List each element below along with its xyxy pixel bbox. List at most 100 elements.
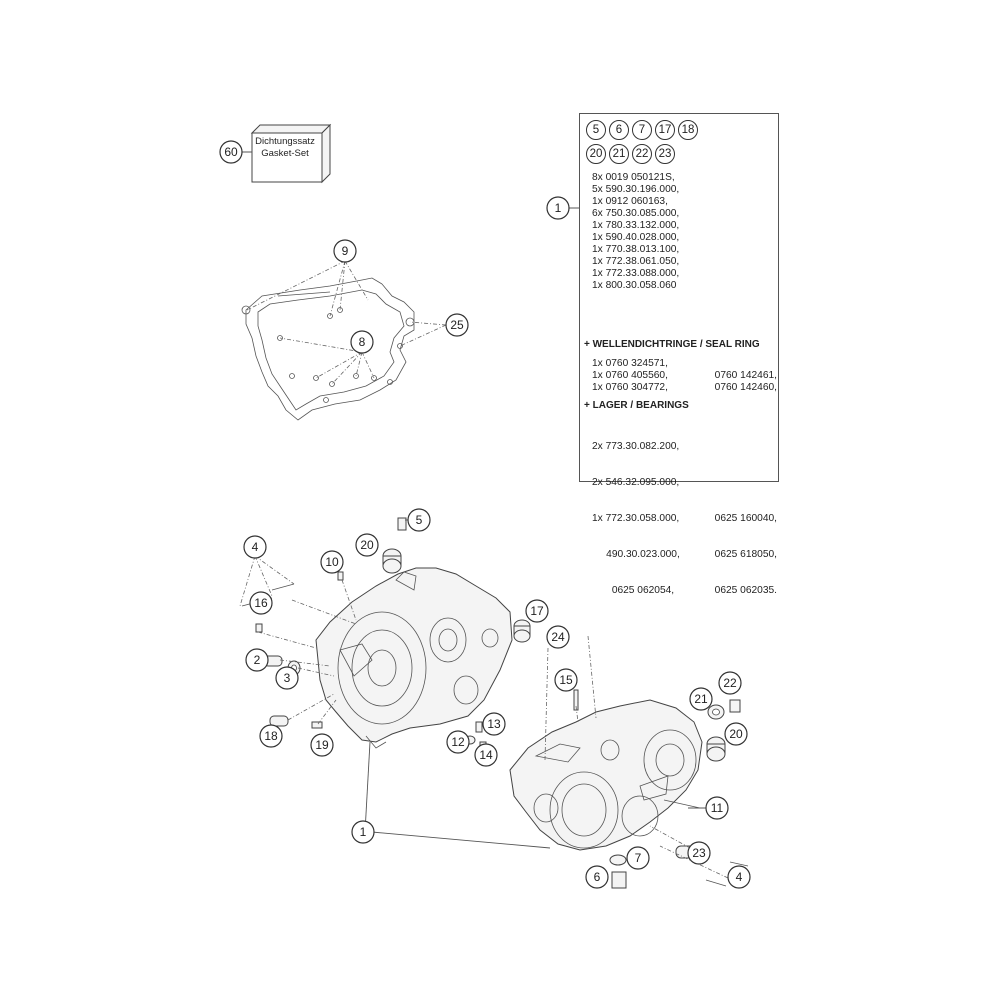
chip: 22 bbox=[632, 144, 652, 164]
seal-ring-list: 1x 0760 324571, 1x 0760 405560,0760 1424… bbox=[592, 358, 777, 394]
svg-text:20: 20 bbox=[729, 727, 743, 741]
callout-6: 6 bbox=[585, 865, 609, 889]
callout-12: 12 bbox=[446, 730, 470, 754]
svg-text:21: 21 bbox=[694, 692, 708, 706]
chip: 18 bbox=[678, 120, 698, 140]
callout-20-top: 20 bbox=[355, 533, 379, 557]
callout-17: 17 bbox=[525, 599, 549, 623]
list-item: 1x 772.38.061.050, bbox=[592, 256, 680, 267]
list-item: 5x 590.30.196.000, bbox=[592, 184, 680, 195]
list-item: 1x 772.33.088.000, bbox=[592, 268, 680, 279]
svg-text:24: 24 bbox=[551, 630, 565, 644]
gasket-label-de: Dichtungssatz bbox=[255, 136, 315, 147]
callout-24: 24 bbox=[546, 625, 570, 649]
svg-text:19: 19 bbox=[315, 738, 329, 752]
callout-16: 16 bbox=[249, 591, 273, 615]
svg-text:4: 4 bbox=[736, 870, 743, 884]
included-parts-row-1: 5 6 7 17 18 bbox=[586, 120, 698, 140]
callout-23: 23 bbox=[687, 841, 711, 865]
chip: 20 bbox=[586, 144, 606, 164]
callout-60: 60 bbox=[219, 140, 243, 164]
list-item: 8x 0019 050121S, bbox=[592, 172, 675, 183]
callout-14: 14 bbox=[474, 743, 498, 767]
svg-text:60: 60 bbox=[224, 145, 238, 159]
callout-4-left: 4 bbox=[243, 535, 267, 559]
svg-text:2: 2 bbox=[254, 653, 261, 667]
list-item: 490.30.023.000,0625 618050, bbox=[592, 549, 777, 560]
svg-text:11: 11 bbox=[711, 801, 724, 815]
gasket-label-en: Gasket-Set bbox=[261, 148, 309, 159]
svg-text:14: 14 bbox=[479, 748, 493, 762]
crankcase-gasket-drawing bbox=[241, 260, 447, 421]
svg-text:4: 4 bbox=[252, 540, 259, 554]
callout-15: 15 bbox=[554, 668, 578, 692]
bearings-list: 2x 773.30.082.200, 2x 546.32.095.000, 1x… bbox=[592, 417, 777, 621]
callout-20-right: 20 bbox=[724, 722, 748, 746]
svg-text:5: 5 bbox=[416, 513, 423, 527]
callout-25: 25 bbox=[445, 313, 469, 337]
callout-8: 8 bbox=[350, 330, 374, 354]
svg-text:15: 15 bbox=[559, 673, 573, 687]
svg-text:7: 7 bbox=[635, 851, 642, 865]
callout-4-right: 4 bbox=[727, 865, 751, 889]
list-item: 1x 770.38.013.100, bbox=[592, 244, 680, 255]
svg-text:25: 25 bbox=[450, 318, 464, 332]
callout-1-bottom: 1 bbox=[351, 820, 375, 844]
svg-text:8: 8 bbox=[359, 335, 366, 349]
list-item: 1x 772.30.058.000,0625 160040, bbox=[592, 513, 777, 524]
list-item: 1x 0760 324571, bbox=[592, 358, 668, 369]
svg-text:23: 23 bbox=[692, 846, 706, 860]
list-item: 1x 780.33.132.000, bbox=[592, 220, 680, 231]
svg-text:20: 20 bbox=[360, 538, 374, 552]
chip: 6 bbox=[609, 120, 629, 140]
left-crankcase-half bbox=[315, 567, 513, 749]
svg-text:12: 12 bbox=[451, 735, 465, 749]
callout-2: 2 bbox=[245, 648, 269, 672]
list-item: 1x 590.40.028.000, bbox=[592, 232, 680, 243]
chip: 5 bbox=[586, 120, 606, 140]
callout-18: 18 bbox=[259, 724, 283, 748]
parts-list-box: 5 6 7 17 18 20 21 22 23 8x 0019 050121S,… bbox=[579, 113, 779, 596]
seal-ring-title: + WELLENDICHTRINGE / SEAL RING bbox=[584, 339, 760, 350]
chip: 23 bbox=[655, 144, 675, 164]
list-item: 0625 062054,0625 062035. bbox=[592, 585, 777, 596]
leader-lines bbox=[239, 151, 729, 879]
svg-text:3: 3 bbox=[284, 671, 291, 685]
svg-text:22: 22 bbox=[723, 676, 737, 690]
callout-11: 11 bbox=[705, 796, 729, 820]
callout-21: 21 bbox=[689, 687, 713, 711]
svg-text:1: 1 bbox=[555, 201, 562, 215]
callout-7: 7 bbox=[626, 846, 650, 870]
list-item: 2x 773.30.082.200, bbox=[592, 441, 680, 452]
list-item: 6x 750.30.085.000, bbox=[592, 208, 680, 219]
list-item: 2x 546.32.095.000, bbox=[592, 477, 680, 488]
callout-19: 19 bbox=[310, 733, 334, 757]
svg-text:1: 1 bbox=[360, 825, 367, 839]
list-item: 1x 800.30.058.060 bbox=[592, 280, 677, 291]
small-parts bbox=[241, 517, 749, 889]
list-item: 1x 0760 405560,0760 142461, bbox=[592, 370, 777, 381]
callout-9: 9 bbox=[333, 239, 357, 263]
callout-5: 5 bbox=[407, 508, 431, 532]
bearings-title: + LAGER / BEARINGS bbox=[584, 400, 689, 411]
svg-text:6: 6 bbox=[594, 870, 601, 884]
chip: 21 bbox=[609, 144, 629, 164]
list-item: 1x 0760 304772,0760 142460, bbox=[592, 382, 777, 393]
callout-3: 3 bbox=[275, 666, 299, 690]
svg-text:18: 18 bbox=[264, 729, 278, 743]
gasket-set-box bbox=[242, 123, 332, 184]
svg-text:16: 16 bbox=[254, 596, 268, 610]
gasket-set-label: Dichtungssatz Gasket-Set bbox=[252, 136, 318, 160]
chip: 17 bbox=[655, 120, 675, 140]
chip: 7 bbox=[632, 120, 652, 140]
svg-text:10: 10 bbox=[325, 555, 339, 569]
callout-22: 22 bbox=[718, 671, 742, 695]
svg-text:13: 13 bbox=[487, 717, 501, 731]
included-parts-row-2: 20 21 22 23 bbox=[586, 144, 675, 164]
callout-10: 10 bbox=[320, 550, 344, 574]
svg-text:17: 17 bbox=[530, 604, 544, 618]
part-number-list: 8x 0019 050121S, 5x 590.30.196.000, 1x 0… bbox=[592, 172, 679, 292]
callout-1-top: 1 bbox=[546, 196, 570, 220]
right-crankcase-half bbox=[509, 699, 703, 851]
